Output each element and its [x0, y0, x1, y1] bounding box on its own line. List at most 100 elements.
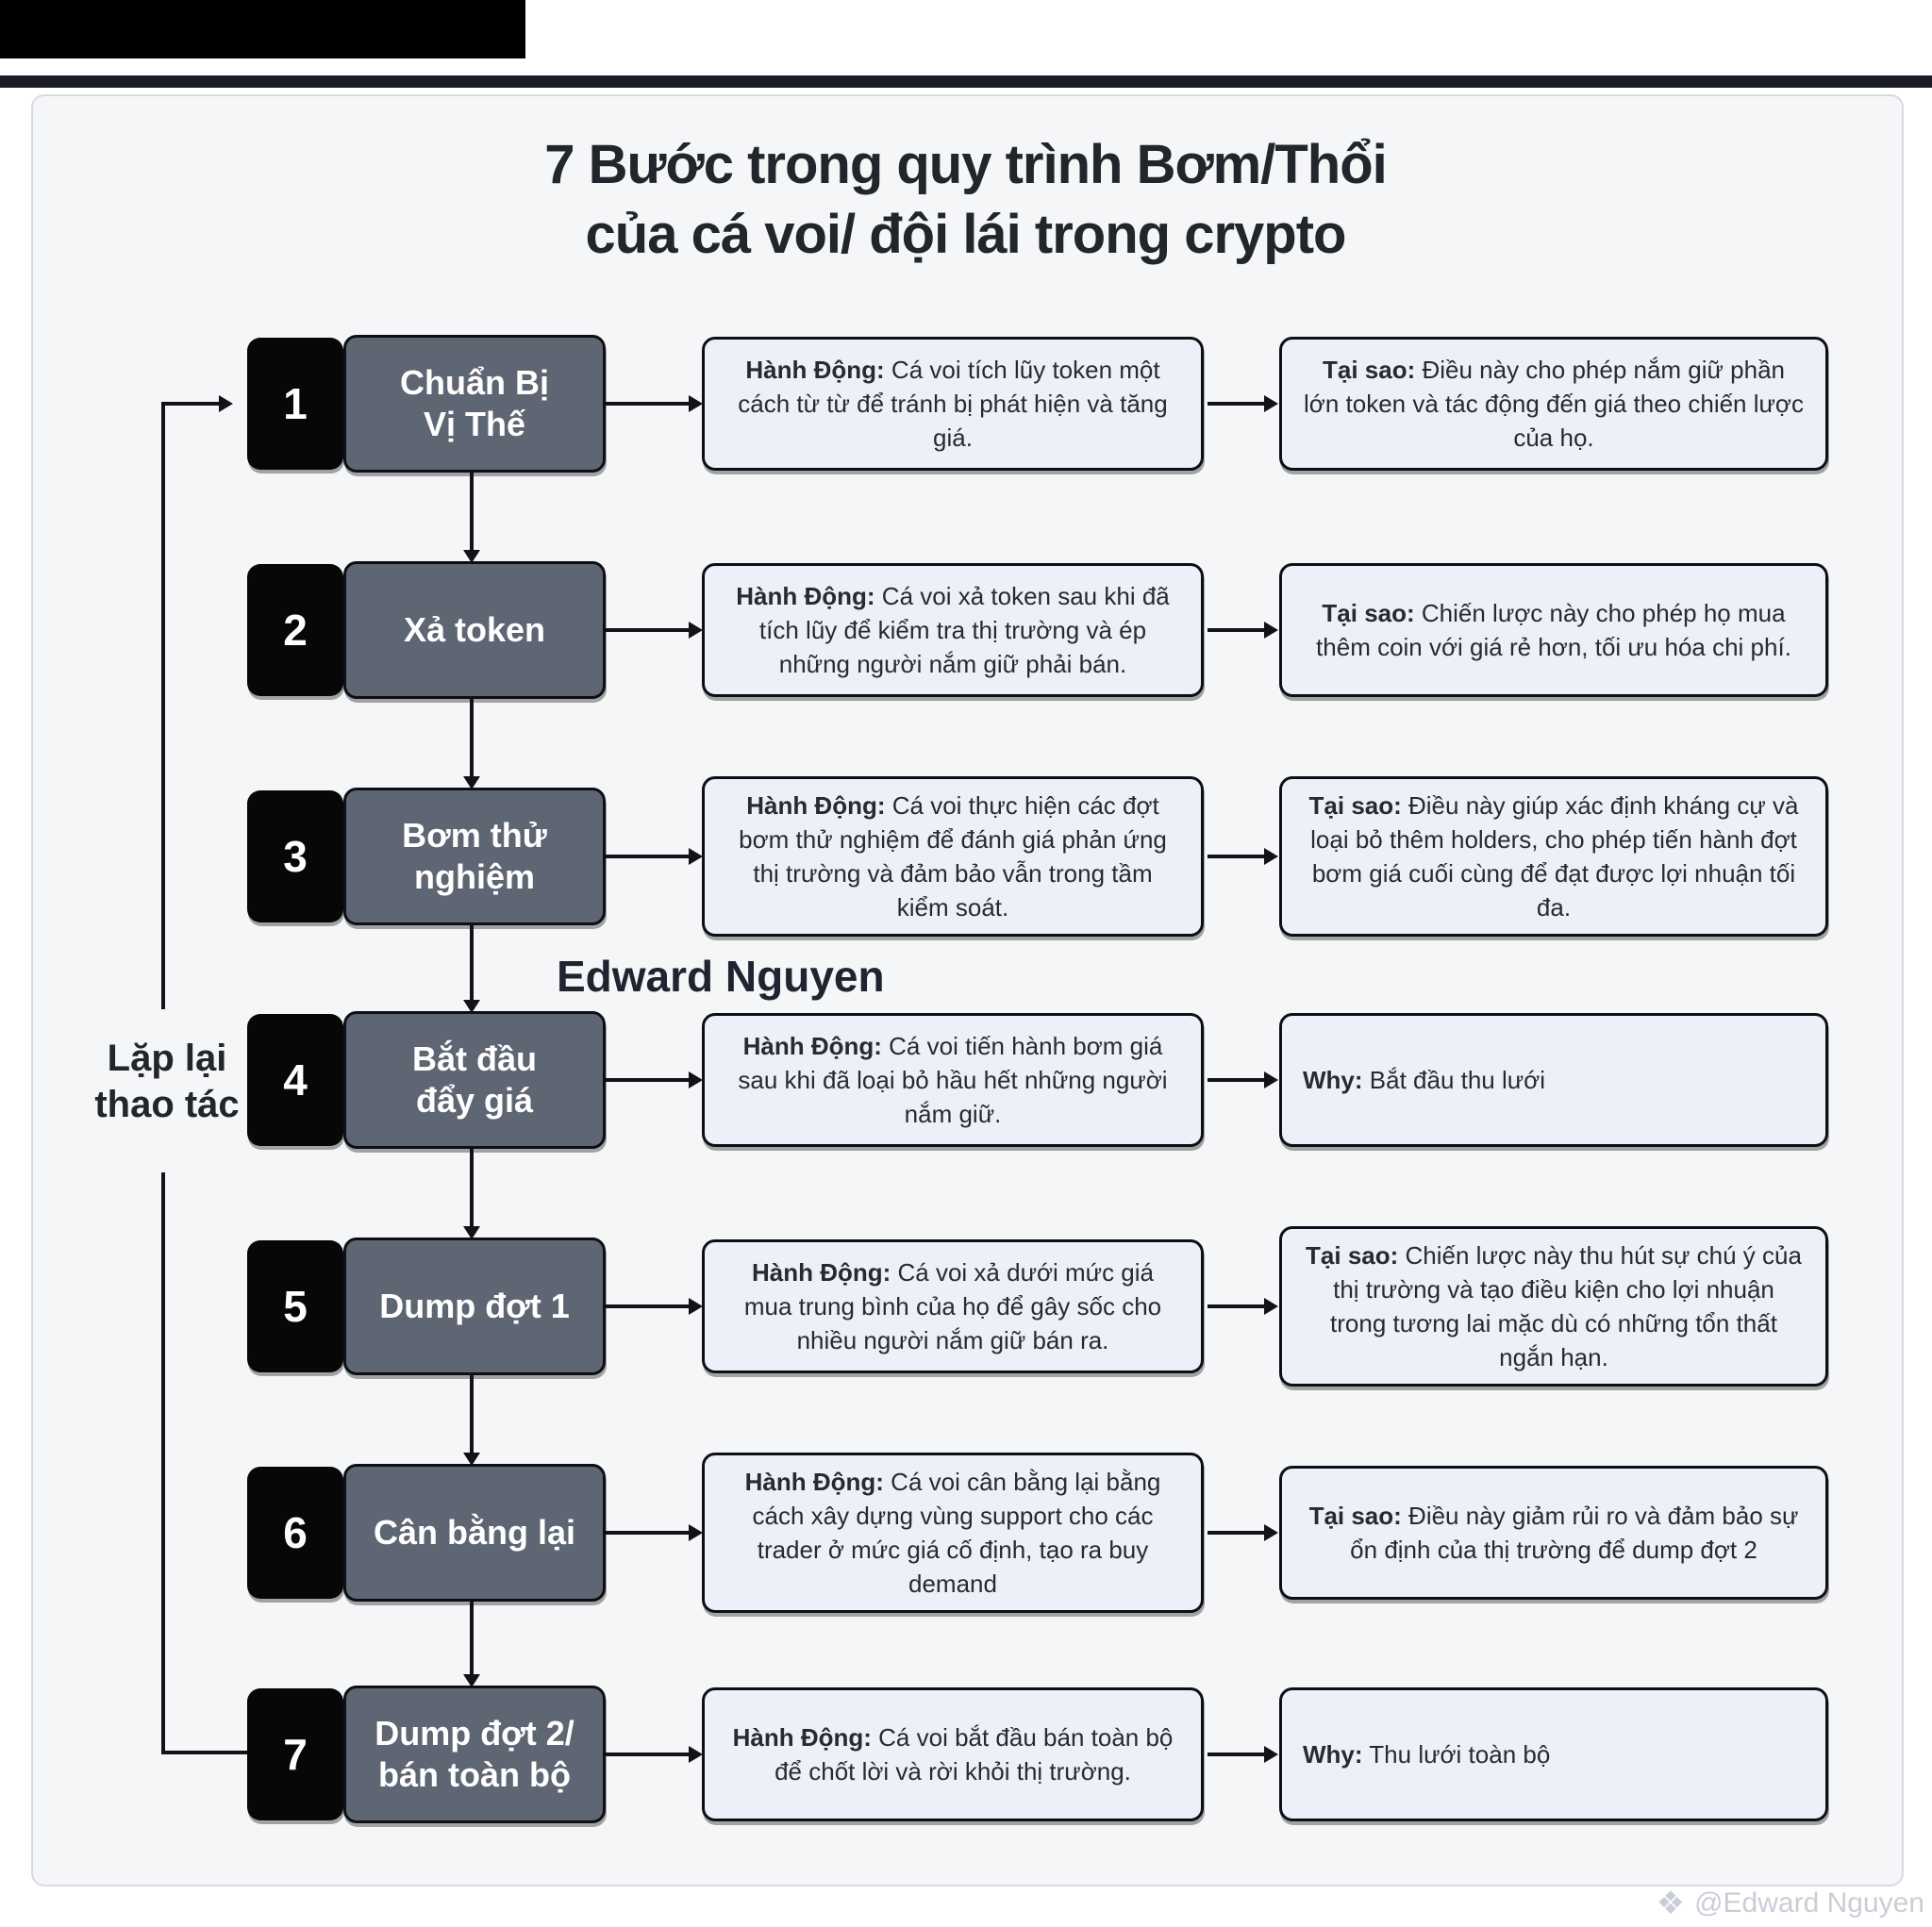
why-text: Điều này cho phép nắm giữ phần lớn token…	[1304, 356, 1804, 452]
why-label: Tại sao:	[1306, 1241, 1399, 1270]
loop-repeat-label-line2: thao tác	[94, 1084, 240, 1125]
why-box: Tại sao: Điều này giúp xác định kháng cự…	[1279, 776, 1828, 937]
step-title: Dump đợt 1	[379, 1287, 570, 1325]
loop-repeat-label: Lặp lại thao tác	[54, 1036, 280, 1128]
step-title-box: Bơm thử nghiệm	[343, 788, 606, 925]
step-number-box: 7	[247, 1688, 343, 1820]
loop-line-vertical-lower	[161, 1172, 165, 1754]
why-label: Tại sao:	[1322, 599, 1415, 627]
page-title-line2: của cá voi/ đội lái trong crypto	[585, 204, 1347, 265]
watermark-handle: @Edward Nguyen	[1694, 1887, 1924, 1919]
top-black-bar	[0, 0, 525, 58]
arrow-step-down	[463, 1148, 480, 1239]
why-box: Tại sao: Chiến lược này thu hút sự chú ý…	[1279, 1226, 1828, 1387]
action-label: Hành Động:	[745, 356, 885, 384]
step-number-box: 1	[247, 338, 343, 470]
action-label: Hành Động:	[744, 1468, 884, 1496]
action-text: Cá voi cân bằng lại bằng cách xây dựng v…	[752, 1468, 1161, 1598]
why-box: Tại sao: Điều này giảm rủi ro và đảm bảo…	[1279, 1466, 1828, 1600]
arrow-step-to-action	[606, 395, 703, 412]
why-box: Why: Bắt đầu thu lưới	[1279, 1013, 1828, 1147]
loop-arrowhead	[219, 395, 233, 412]
action-text: Cá voi xả dưới mức giá mua trung bình củ…	[743, 1258, 1162, 1354]
why-label: Why:	[1303, 1066, 1363, 1094]
author-label: Edward Nguyen	[557, 952, 885, 1001]
step-number-box: 2	[247, 564, 343, 696]
step-number-box: 4	[247, 1014, 343, 1146]
step-title-box: Dump đợt 2/ bán toàn bộ	[343, 1686, 606, 1823]
loop-line-bottom	[161, 1751, 249, 1754]
action-text: Cá voi bắt đầu bán toàn bộ để chốt lời v…	[774, 1723, 1174, 1786]
arrow-step-to-action	[606, 1298, 703, 1315]
step-title-box: Dump đợt 1	[343, 1238, 606, 1375]
action-text: Cá voi thực hiện các đợt bơm thử nghiệm …	[739, 791, 1167, 922]
step-title: Dump đợt 2/ bán toàn bộ	[375, 1714, 575, 1794]
why-label: Tại sao:	[1322, 356, 1416, 384]
arrow-step-to-action	[606, 1746, 703, 1763]
action-text: Cá voi tích lũy token một cách từ từ để …	[738, 356, 1168, 452]
step-title: Cân bằng lại	[373, 1513, 576, 1552]
step-number: 7	[283, 1730, 308, 1779]
arrow-action-to-why	[1208, 1746, 1278, 1763]
arrow-step-down	[463, 698, 480, 789]
step-title-box: Bắt đầu đẩy giá	[343, 1011, 606, 1149]
arrow-step-to-action	[606, 1524, 703, 1541]
arrow-action-to-why	[1208, 1298, 1278, 1315]
action-label: Hành Động:	[746, 791, 886, 820]
action-box: Hành Động: Cá voi cân bằng lại bằng cách…	[702, 1453, 1204, 1613]
action-text: Cá voi xả token sau khi đã tích lũy để k…	[758, 582, 1170, 678]
step-number: 6	[283, 1508, 308, 1557]
action-label: Hành Động:	[732, 1723, 872, 1752]
loop-line-top	[161, 402, 219, 406]
arrow-step-down	[463, 924, 480, 1013]
why-text: Điều này giúp xác định kháng cự và loại …	[1310, 791, 1799, 922]
step-number-box: 3	[247, 790, 343, 922]
arrow-action-to-why	[1208, 848, 1278, 865]
arrow-action-to-why	[1208, 622, 1278, 639]
step-number: 3	[283, 832, 308, 881]
step-title-box: Xả token	[343, 561, 606, 699]
arrow-step-to-action	[606, 1071, 703, 1088]
action-box: Hành Động: Cá voi tiến hành bơm giá sau …	[702, 1013, 1204, 1147]
loop-line-vertical-upper	[161, 402, 165, 1009]
arrow-step-down	[463, 1601, 480, 1687]
arrow-step-down	[463, 1374, 480, 1466]
why-text: Chiến lược này thu hút sự chú ý của thị …	[1330, 1241, 1802, 1371]
arrow-action-to-why	[1208, 1071, 1278, 1088]
action-box: Hành Động: Cá voi tích lũy token một các…	[702, 337, 1204, 471]
why-text: Điều này giảm rủi ro và đảm bảo sự ổn đị…	[1350, 1502, 1799, 1564]
why-label: Tại sao:	[1308, 1502, 1402, 1530]
page-title: 7 Bước trong quy trình Bơm/Thổi của cá v…	[31, 130, 1900, 270]
step-title: Xả token	[403, 610, 546, 649]
step-number: 2	[283, 606, 308, 655]
arrow-step-to-action	[606, 848, 703, 865]
step-number-box: 5	[247, 1240, 343, 1372]
why-text: Chiến lược này cho phép họ mua thêm coin…	[1316, 599, 1791, 661]
step-title-box: Cân bằng lại	[343, 1464, 606, 1602]
action-box: Hành Động: Cá voi xả dưới mức giá mua tr…	[702, 1239, 1204, 1373]
why-text: Bắt đầu thu lưới	[1362, 1066, 1545, 1094]
why-box: Tại sao: Điều này cho phép nắm giữ phần …	[1279, 337, 1828, 471]
step-title: Bắt đầu đẩy giá	[411, 1039, 537, 1120]
step-title: Chuẩn Bị Vị Thế	[400, 363, 549, 443]
arrow-action-to-why	[1208, 395, 1278, 412]
step-number: 4	[283, 1055, 308, 1105]
watermark: ❖ @Edward Nguyen	[1657, 1885, 1924, 1922]
loop-repeat-label-line1: Lặp lại	[107, 1038, 227, 1079]
page-title-line1: 7 Bước trong quy trình Bơm/Thổi	[544, 134, 1388, 195]
top-divider-line	[0, 75, 1932, 88]
action-box: Hành Động: Cá voi thực hiện các đợt bơm …	[702, 776, 1204, 937]
step-title: Bơm thử nghiệm	[402, 816, 547, 896]
action-box: Hành Động: Cá voi xả token sau khi đã tí…	[702, 563, 1204, 697]
action-label: Hành Động:	[742, 1032, 882, 1060]
step-number-box: 6	[247, 1467, 343, 1599]
why-box: Why: Thu lưới toàn bộ	[1279, 1687, 1828, 1821]
action-label: Hành Động:	[751, 1258, 891, 1287]
step-title-box: Chuẩn Bị Vị Thế	[343, 335, 606, 473]
step-number: 5	[283, 1282, 308, 1331]
arrow-step-down	[463, 472, 480, 563]
why-text: Thu lưới toàn bộ	[1362, 1740, 1551, 1769]
why-box: Tại sao: Chiến lược này cho phép họ mua …	[1279, 563, 1828, 697]
arrow-action-to-why	[1208, 1524, 1278, 1541]
watermark-logo-icon: ❖	[1656, 1885, 1686, 1921]
